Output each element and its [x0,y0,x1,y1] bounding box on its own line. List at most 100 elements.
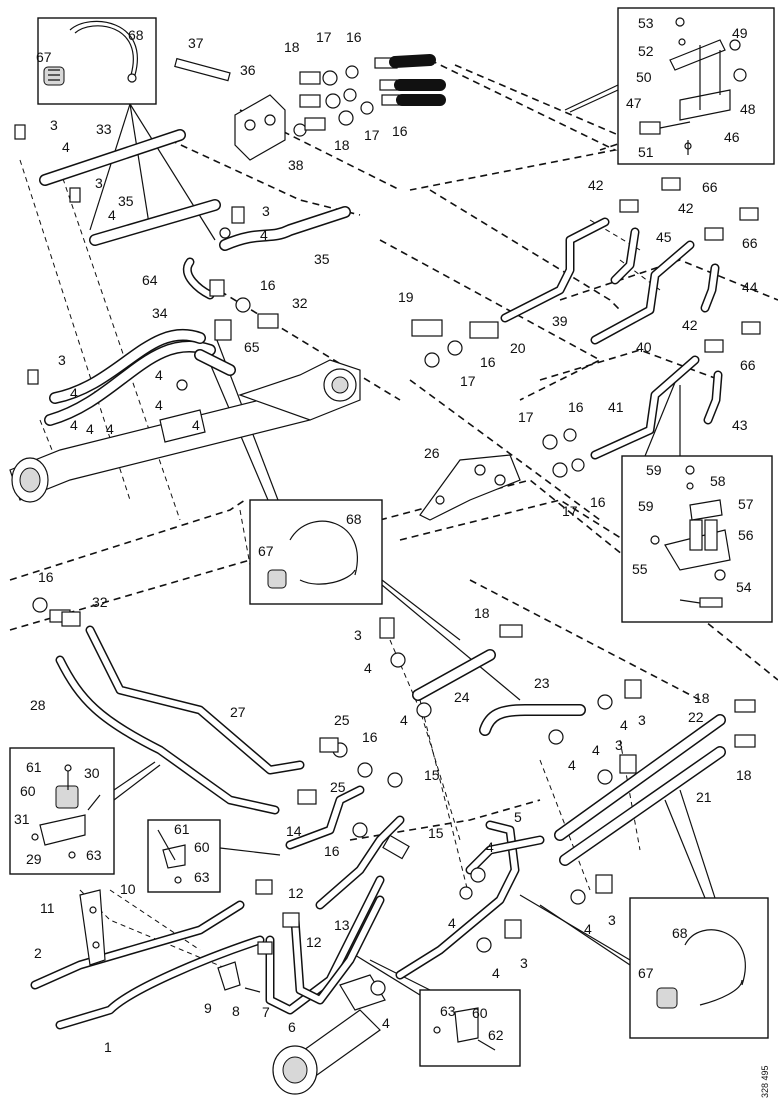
callout-labels: 1 2 3 3 3 3 3 3 3 3 3 4 4 4 4 4 4 4 4 4 … [14,15,758,1055]
callout-3: 3 [354,627,362,643]
callout-16: 16 [362,729,378,745]
callout-16: 16 [346,29,362,45]
callout-36: 36 [240,62,256,78]
callout-52: 52 [638,43,654,59]
callout-53: 53 [638,15,654,31]
callout-68: 68 [346,511,362,527]
inset-clip-left [9,747,161,875]
callout-11: 11 [40,900,55,916]
callout-16: 16 [324,843,340,859]
hoses-23-24 [412,624,586,736]
callout-17: 17 [460,373,476,389]
callout-43: 43 [732,417,748,433]
callout-8: 8 [232,1003,240,1019]
callout-28: 28 [30,697,46,713]
callout-3: 3 [520,955,528,971]
steering-cylinder [9,359,361,503]
callout-25: 25 [334,712,350,728]
callout-17: 17 [316,29,332,45]
callout-3: 3 [50,117,58,133]
callout-3: 3 [58,352,66,368]
callout-33: 33 [96,121,112,137]
callout-59: 59 [646,462,662,478]
callout-32: 32 [292,295,308,311]
callout-4: 4 [486,839,494,855]
callout-18: 18 [284,39,300,55]
callout-63: 63 [194,869,210,885]
callout-42: 42 [682,317,698,333]
callout-26: 26 [424,445,440,461]
callout-17: 17 [562,503,578,519]
callout-16: 16 [392,123,408,139]
callout-7: 7 [262,1004,270,1020]
callout-4: 4 [568,757,576,773]
callout-60: 60 [194,839,210,855]
callout-46: 46 [724,129,740,145]
callout-67: 67 [258,543,274,559]
callout-41: 41 [608,399,624,415]
callout-4: 4 [155,367,163,383]
callout-2: 2 [34,945,42,961]
callout-4: 4 [592,742,600,758]
callout-15: 15 [428,825,444,841]
callout-4: 4 [260,227,268,243]
callout-60: 60 [20,783,36,799]
callout-4: 4 [192,417,200,433]
pipes-27-28 [32,597,305,815]
callout-4: 4 [70,385,78,401]
bracket-26 [419,428,585,521]
callout-48: 48 [740,101,756,117]
washers-and-bolts [14,124,642,996]
callout-65: 65 [244,339,260,355]
callout-55: 55 [632,561,648,577]
callout-1: 1 [104,1039,112,1055]
reference-code: 328 495 [760,1065,770,1098]
callout-25: 25 [330,779,346,795]
callout-47: 47 [626,95,642,111]
inset-bracket-top-right [564,7,775,165]
callout-58: 58 [710,473,726,489]
callout-19: 19 [398,289,414,305]
callout-22: 22 [688,709,704,725]
callout-4: 4 [448,915,456,931]
callout-63: 63 [86,847,102,863]
callout-3: 3 [615,737,623,753]
callout-3: 3 [95,175,103,191]
inset-hose-clamp-center [199,334,521,701]
callout-66: 66 [702,179,718,195]
callout-4: 4 [492,965,500,981]
callout-68: 68 [672,925,688,941]
callout-4: 4 [620,717,628,733]
callout-35: 35 [314,251,330,267]
callout-3: 3 [608,912,616,928]
callout-16: 16 [480,354,496,370]
callout-49: 49 [732,25,748,41]
callout-18: 18 [736,767,752,783]
callout-42: 42 [678,200,694,216]
callout-16: 16 [38,569,54,585]
callout-30: 30 [84,765,100,781]
callout-18: 18 [334,137,350,153]
callout-15: 15 [424,767,440,783]
callout-59: 59 [638,498,654,514]
lower-pipes [30,785,545,1030]
inset-hose-clamp-top-left [37,17,216,241]
callout-62: 62 [488,1027,504,1043]
callout-40: 40 [636,339,652,355]
callout-4: 4 [62,139,70,155]
callout-16: 16 [590,494,606,510]
callout-34: 34 [152,305,168,321]
fittings-19-20 [411,319,499,368]
callout-5: 5 [514,809,522,825]
inset-bracket-mid-right [621,379,773,623]
callout-31: 31 [14,811,30,827]
callout-64: 64 [142,272,158,288]
callout-61: 61 [26,759,42,775]
callout-17: 17 [518,409,534,425]
callout-4: 4 [400,712,408,728]
t-joints-12 [255,879,300,955]
callout-42: 42 [588,177,604,193]
callout-3: 3 [638,712,646,728]
callout-17: 17 [364,127,380,143]
callout-63: 63 [440,1003,456,1019]
